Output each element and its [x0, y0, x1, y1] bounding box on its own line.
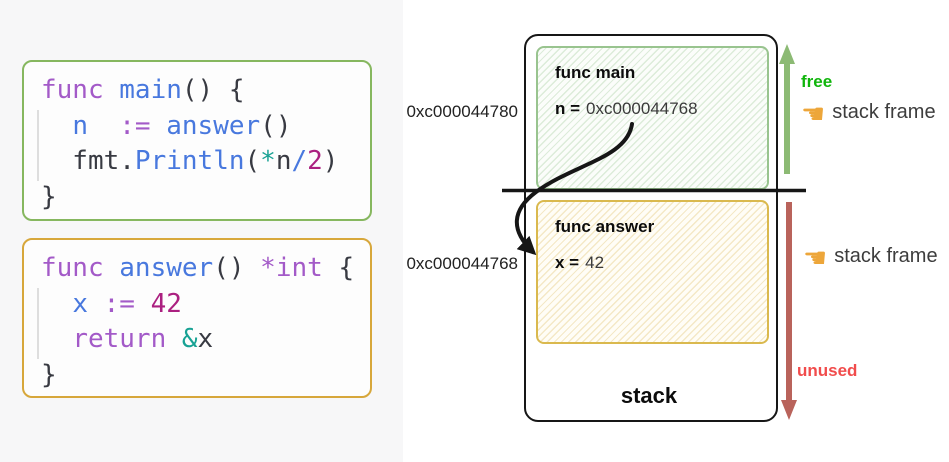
code-token: fmt.: [41, 146, 135, 176]
variable-value: 42: [585, 253, 605, 272]
code-line: n := answer(): [41, 109, 338, 145]
code-token: n: [275, 146, 292, 176]
indent-guide: [37, 110, 39, 181]
code-token: :=: [119, 110, 151, 141]
stack-label: stack: [620, 383, 678, 408]
code-token: x: [197, 324, 214, 354]
code-token: :=: [103, 288, 135, 319]
code-block-main: func main() { n := answer() fmt.Println(…: [22, 60, 372, 221]
pointing-hand-icon: ☚: [801, 99, 826, 129]
code-line: return &x: [41, 322, 354, 358]
code-line: func answer() *int {: [41, 251, 354, 287]
code-token: func: [41, 253, 120, 283]
stack-frame-annotation-top: ☚ stack frame: [801, 99, 936, 129]
code-line: func main() {: [41, 73, 338, 109]
variable-name: n =: [555, 99, 581, 118]
unused-label: unused: [797, 361, 858, 380]
code-token: /: [291, 146, 308, 176]
unused-arrow-head: [781, 400, 797, 420]
frame-title: func main: [555, 63, 636, 82]
code-token: 2: [307, 146, 323, 176]
code-token: [166, 324, 182, 354]
code-token: answer: [119, 253, 214, 283]
stack-frame-annotation-text: stack frame: [832, 101, 936, 123]
code-token: n: [72, 110, 88, 141]
pointing-hand-icon: ☚: [803, 243, 828, 273]
code-token: [88, 289, 104, 319]
code-token: [41, 111, 72, 141]
stack-frame-annotation-bottom: ☚ stack frame: [803, 243, 938, 273]
code-token: (): [213, 253, 261, 283]
code-token: (): [260, 110, 292, 141]
address-label-780: 0xc000044780: [406, 102, 518, 121]
code-token: func: [41, 75, 120, 105]
frame-variable: x = 42: [555, 253, 604, 273]
code-line: }: [41, 358, 354, 394]
code-line: fmt.Println(*n/2): [41, 144, 338, 180]
code-token: [41, 324, 72, 354]
code-token: ): [322, 146, 339, 176]
code-line: x := 42: [41, 287, 354, 323]
code-token: return: [72, 324, 167, 354]
code-token: }: [41, 359, 57, 390]
frame-variable: n = 0xc000044768: [555, 99, 698, 119]
code-token: &: [181, 324, 198, 354]
code-token: Println: [134, 146, 245, 176]
code-token: x: [72, 288, 88, 319]
code-token: [151, 111, 167, 141]
stack-frame-main: func main n = 0xc000044768: [536, 46, 769, 190]
code-token: main: [119, 75, 182, 105]
code-lines-answer: func answer() *int { x := 42 return &x}: [41, 251, 354, 393]
stack-diagram: func main n = 0xc000044768 func answer x …: [400, 0, 949, 462]
frame-title: func answer: [555, 217, 655, 236]
code-block-answer: func answer() *int { x := 42 return &x}: [22, 238, 372, 398]
variable-value: 0xc000044768: [586, 99, 698, 118]
code-token: (: [244, 146, 261, 176]
free-arrow-head: [779, 44, 795, 64]
code-line: }: [41, 180, 338, 216]
code-token: *int: [260, 253, 323, 283]
indent-guide: [37, 288, 39, 359]
code-token: [135, 289, 151, 319]
code-token: {: [322, 253, 355, 283]
free-label: free: [801, 72, 833, 91]
code-token: }: [41, 181, 57, 212]
code-token: [88, 111, 119, 141]
stack-frame-answer: func answer x = 42: [536, 200, 769, 344]
code-token: *: [260, 146, 276, 176]
stack-frame-annotation-text: stack frame: [834, 245, 938, 267]
address-label-768: 0xc000044768: [406, 254, 518, 273]
variable-name: x =: [555, 253, 580, 272]
code-token: 42: [150, 288, 182, 319]
code-token: answer: [166, 110, 261, 141]
code-token: () {: [181, 75, 245, 105]
code-lines-main: func main() { n := answer() fmt.Println(…: [41, 73, 338, 215]
code-token: [41, 289, 72, 319]
